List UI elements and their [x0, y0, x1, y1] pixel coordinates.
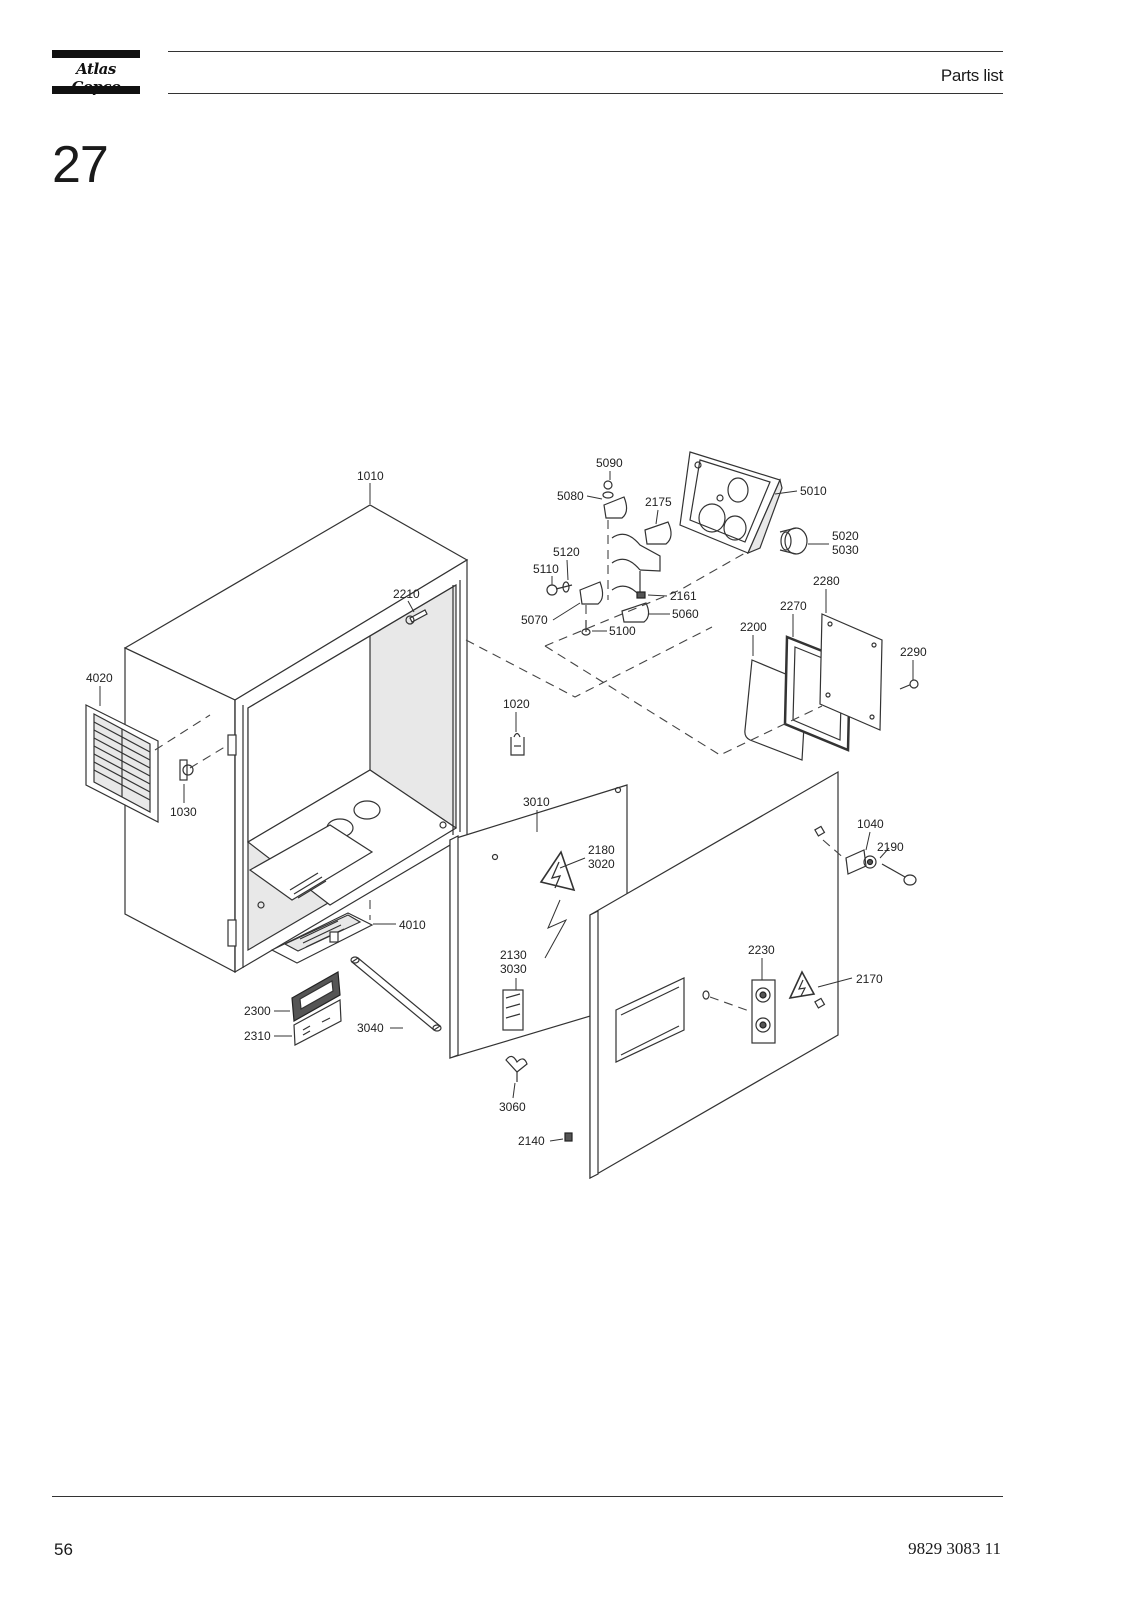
cable-entry-5010 — [679, 451, 783, 555]
clip-1020 — [510, 732, 525, 756]
callout-2210: 2210 — [393, 587, 420, 601]
callout-2270: 2270 — [780, 599, 807, 613]
clamp-5060 — [621, 591, 650, 623]
callout-2200: 2200 — [740, 620, 767, 634]
callout-2230: 2230 — [748, 943, 775, 957]
callout-2280: 2280 — [813, 574, 840, 588]
callout-1020: 1020 — [503, 697, 530, 711]
lock-1040 — [845, 849, 877, 875]
key-2190 — [881, 863, 917, 886]
document-number: 9829 3083 11 — [908, 1539, 1001, 1558]
part-2140 — [564, 1132, 573, 1142]
callout-5100: 5100 — [609, 624, 636, 638]
callout-5030: 5030 — [832, 543, 859, 557]
vent-grille-4020 — [85, 704, 159, 823]
callout-3020: 3020 — [588, 857, 615, 871]
callout-1030: 1030 — [170, 805, 197, 819]
clamp-5080 — [602, 480, 628, 519]
leader-lines — [99, 471, 914, 1142]
callout-2140: 2140 — [518, 1134, 545, 1148]
cover-plate-2280 — [819, 613, 883, 731]
rod-3040 — [350, 956, 442, 1032]
callout-3010: 3010 — [523, 795, 550, 809]
screw-5110 — [546, 581, 573, 596]
assembly-dash-lines — [154, 520, 847, 1013]
callout-5060: 5060 — [672, 607, 699, 621]
callout-1040: 1040 — [857, 817, 884, 831]
callout-2170: 2170 — [856, 972, 883, 986]
callout-2161: 2161 — [670, 589, 697, 603]
callout-5080: 5080 — [557, 489, 584, 503]
screw-2210 — [405, 609, 428, 625]
callout-5110: 5110 — [533, 562, 559, 576]
logo-bar-top — [52, 50, 140, 58]
callout-2130: 2130 — [500, 948, 527, 962]
section-title: Parts list — [940, 66, 1003, 85]
callout-2175: 2175 — [645, 495, 672, 509]
callout-4010: 4010 — [399, 918, 426, 932]
clamp-5070 — [579, 581, 604, 605]
cable-gland-5020 — [779, 527, 808, 555]
label-2300 — [291, 971, 341, 1022]
door-2170 — [589, 770, 839, 1180]
screw-5100 — [581, 620, 591, 636]
screw-2290 — [899, 679, 919, 690]
label-2310 — [293, 999, 342, 1046]
latch-1030 — [179, 759, 194, 781]
callout-3040: 3040 — [357, 1021, 384, 1035]
fan-filter-4010 — [270, 912, 374, 964]
header-rule-bottom — [168, 93, 1003, 94]
callout-1010: 1010 — [357, 469, 384, 483]
callout-2190: 2190 — [877, 840, 904, 854]
callout-5020: 5020 — [832, 529, 859, 543]
wing-nut-3060 — [505, 1055, 528, 1082]
callout-2290: 2290 — [900, 645, 927, 659]
callout-4020: 4020 — [86, 671, 113, 685]
logo-bar-bottom — [52, 86, 140, 94]
callout-5090: 5090 — [596, 456, 623, 470]
cabinet-1010 — [123, 504, 469, 974]
callout-5120: 5120 — [553, 545, 580, 559]
callout-5070: 5070 — [521, 613, 548, 627]
callout-2300: 2300 — [244, 1004, 271, 1018]
callout-3030: 3030 — [500, 962, 527, 976]
callout-2310: 2310 — [244, 1029, 271, 1043]
footer-rule — [52, 1496, 1003, 1497]
chapter-number: 27 — [52, 136, 109, 194]
mounting-plate-3010 — [449, 784, 628, 1059]
page-number: 56 — [54, 1540, 73, 1559]
callout-5010: 5010 — [800, 484, 827, 498]
atlas-copco-logo: Atlas Copco — [52, 50, 140, 96]
callout-2180: 2180 — [588, 843, 615, 857]
clamp-2175 — [644, 521, 672, 545]
callout-3060: 3060 — [499, 1100, 526, 1114]
header-rule-top — [168, 51, 1003, 52]
